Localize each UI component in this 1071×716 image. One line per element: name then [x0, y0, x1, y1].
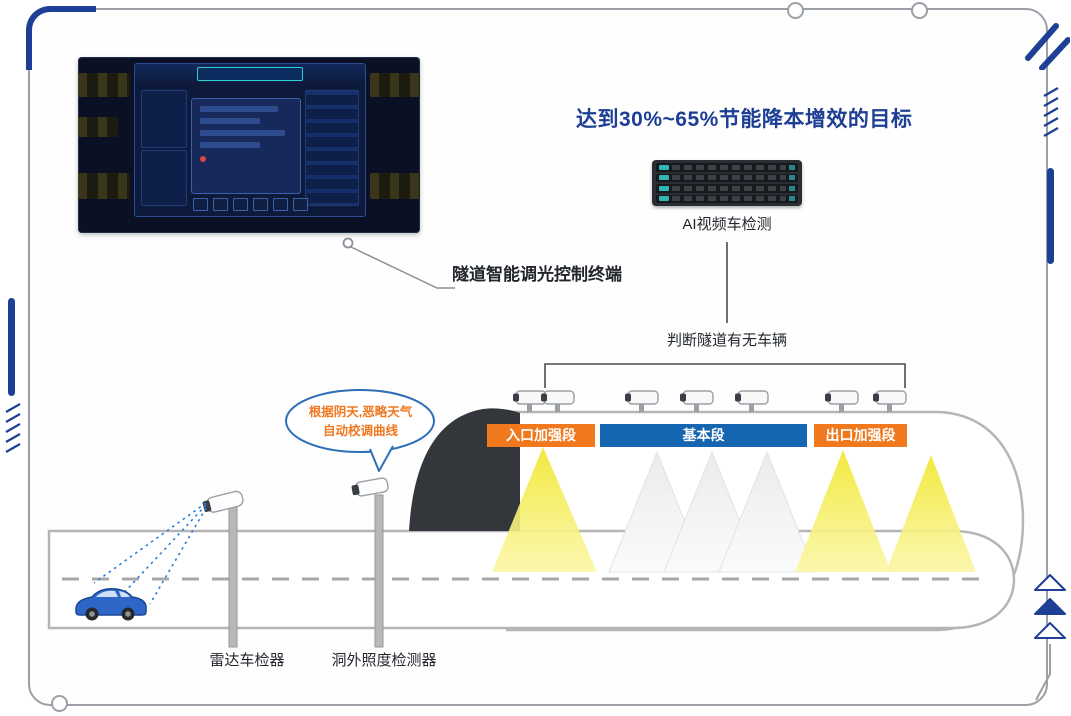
judge-text: 判断隧道有无车辆 [666, 332, 787, 349]
screen-title-bar [197, 67, 303, 81]
light-cone-basic [718, 450, 816, 573]
bubble-line1: 根据阴天,恶略天气 [308, 405, 413, 419]
lux-caption: 洞外照度检测器 [331, 652, 437, 669]
triangle-stack-icon [1034, 574, 1066, 701]
camera-icon [872, 390, 907, 413]
screen-header [135, 64, 365, 84]
camera-bracket [544, 363, 906, 388]
bubble-line2: 自动校调曲线 [322, 423, 398, 438]
camera-icon [679, 390, 714, 413]
lane-photo-strip [370, 73, 420, 97]
screen-window [134, 63, 366, 217]
leader-node [342, 237, 354, 249]
corner-slashes-icon [1025, 23, 1070, 70]
hatch-marks-left-icon [5, 403, 21, 453]
lane-photo-strip [78, 73, 130, 97]
leader-line [350, 246, 455, 289]
ai-server-device [652, 160, 802, 206]
ai-detector-caption: AI视频车检测 [682, 216, 772, 233]
section-exit: 出口加强段 [814, 424, 907, 447]
screen-right-panel [305, 90, 359, 206]
side-bar-left-icon [8, 298, 15, 396]
car [75, 588, 147, 621]
frame-node-icon [911, 2, 928, 19]
speech-bubble-tail [369, 445, 394, 472]
light-cone-exit [795, 450, 891, 572]
lane-photo-strip [78, 117, 118, 137]
record-dot-icon [200, 156, 206, 162]
screen-left-panel [141, 150, 187, 206]
camera-icon [824, 390, 859, 413]
radar-beam [119, 504, 207, 598]
terminal-screenshot [78, 57, 420, 233]
lane-photo-strip [78, 173, 130, 199]
light-cone-entrance [492, 447, 597, 572]
frame-node-icon [51, 695, 68, 712]
camera-icon [512, 390, 547, 413]
headline: 达到30%~65%节能降本增效的目标 [576, 108, 913, 131]
radar-beam [149, 507, 207, 605]
radar-detector-device [202, 490, 244, 648]
lane-photo-strip [370, 173, 420, 199]
radar-caption: 雷达车检器 [209, 652, 285, 669]
camera-icon [624, 390, 659, 413]
frame-node-icon [787, 2, 804, 19]
side-bar-right-icon [1047, 168, 1054, 264]
screen-left-panel [141, 90, 187, 148]
speech-bubble [285, 389, 435, 453]
lux-detector-device [351, 477, 389, 648]
camera-icon [734, 390, 769, 413]
bubble-text: 根据阴天,恶略天气 自动校调曲线 [294, 403, 427, 441]
screen-dialog [191, 98, 301, 194]
section-basic: 基本段 [600, 424, 807, 447]
light-cone-exit [886, 455, 976, 572]
camera-icon [540, 390, 575, 413]
section-entrance: 入口加强段 [487, 424, 595, 447]
screen-toolbar [193, 198, 308, 211]
terminal-caption: 隧道智能调光控制终端 [452, 265, 622, 284]
hatch-marks-right-icon [1043, 87, 1059, 137]
corner-bracket-icon [26, 6, 96, 70]
